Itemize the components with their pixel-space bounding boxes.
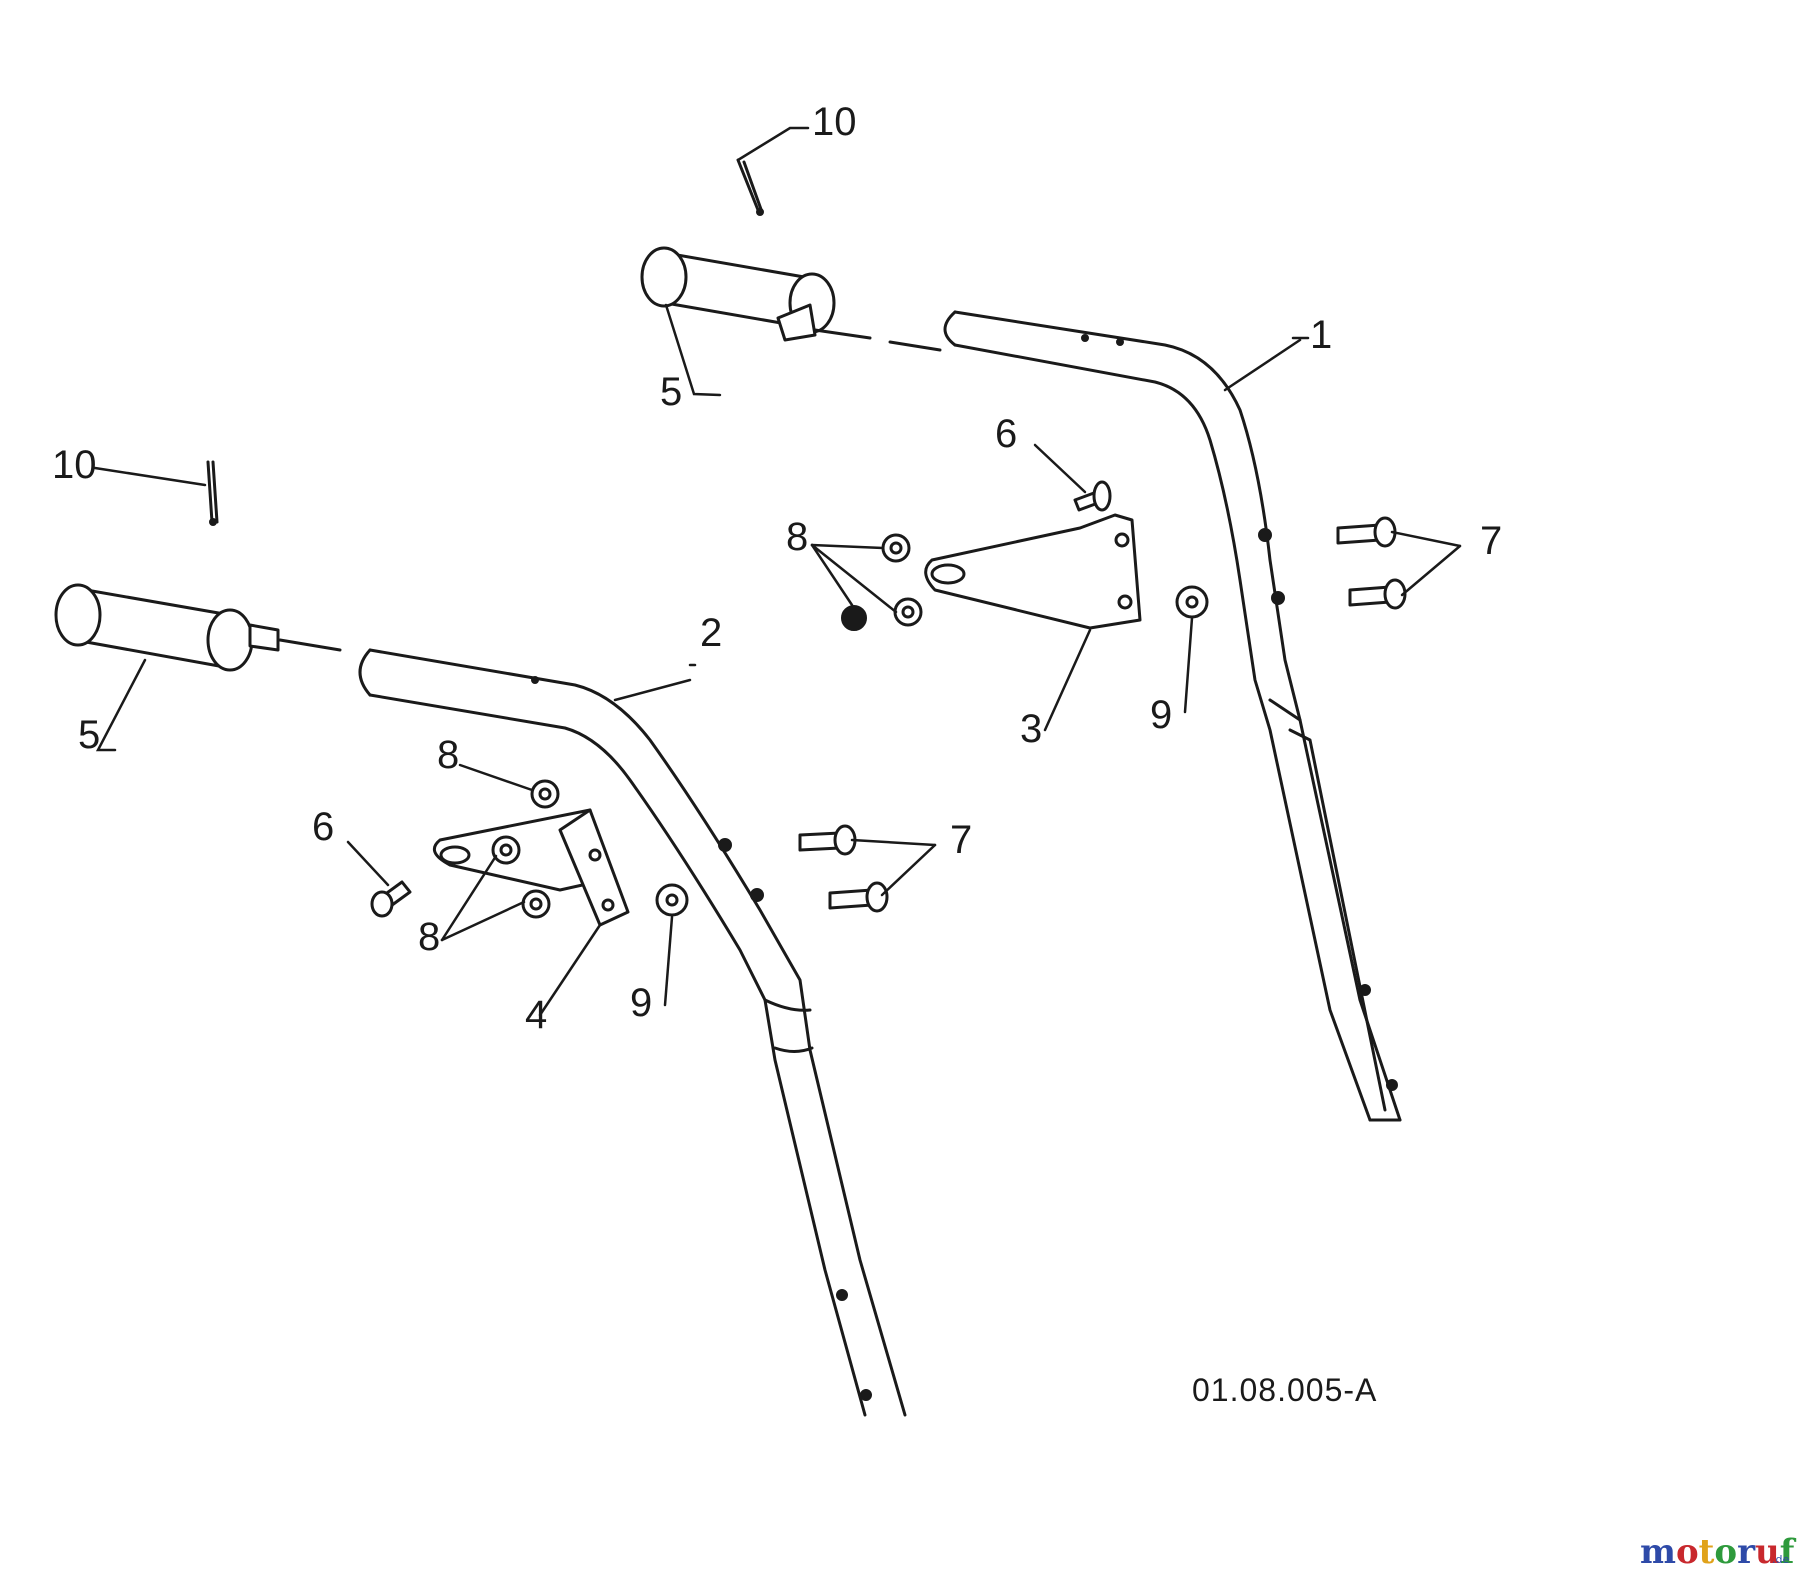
nuts-top bbox=[841, 533, 923, 631]
watermark-letter: r bbox=[1737, 1532, 1756, 1572]
callout-10-left: 10 bbox=[52, 443, 97, 487]
callout-3: 3 bbox=[1020, 707, 1042, 751]
leader-lines bbox=[93, 126, 1462, 1017]
bolt-top bbox=[1073, 480, 1112, 512]
callout-8-left-bottom: 8 bbox=[418, 915, 440, 959]
handle-tube-right bbox=[943, 310, 1402, 1122]
watermark-suffix: .de bbox=[1772, 1553, 1789, 1566]
callout-7-mid: 7 bbox=[950, 818, 972, 862]
watermark-letter: o bbox=[1714, 1532, 1737, 1572]
callout-9-left: 9 bbox=[630, 981, 652, 1025]
bolt-left bbox=[370, 880, 412, 918]
callout-2: 2 bbox=[700, 611, 722, 655]
washer-left bbox=[655, 883, 689, 917]
callout-8-left-top: 8 bbox=[437, 733, 459, 777]
pin-left bbox=[206, 460, 219, 526]
callout-5-top: 5 bbox=[660, 370, 682, 414]
drawing-number: 01.08.005-A bbox=[1192, 1372, 1377, 1408]
callout-6-left: 6 bbox=[312, 805, 334, 849]
callout-9-right: 9 bbox=[1150, 693, 1172, 737]
grip-top bbox=[640, 246, 942, 352]
watermark-letter: m bbox=[1640, 1532, 1676, 1572]
callout-4: 4 bbox=[525, 993, 547, 1037]
bolts-mid bbox=[798, 824, 889, 913]
watermark-letter: o bbox=[1676, 1532, 1699, 1572]
pin-top bbox=[736, 158, 764, 216]
bracket-right bbox=[924, 513, 1142, 630]
callout-10-top: 10 bbox=[812, 100, 857, 144]
callout-7-right: 7 bbox=[1480, 519, 1502, 563]
callout-6-top: 6 bbox=[995, 412, 1017, 456]
watermark-logo: motoruf .de bbox=[1640, 1532, 1797, 1572]
callout-8-top: 8 bbox=[786, 515, 808, 559]
handle-tube-left bbox=[358, 648, 907, 1417]
watermark-letter: f bbox=[1780, 1532, 1797, 1572]
watermark-letter: t bbox=[1699, 1532, 1715, 1572]
bracket-left bbox=[432, 808, 630, 927]
washer-right bbox=[1175, 585, 1209, 619]
svg-text:motoruf: motoruf bbox=[1640, 1532, 1797, 1572]
nuts-left bbox=[491, 779, 560, 919]
grip-left bbox=[54, 583, 342, 672]
callout-1: 1 bbox=[1310, 313, 1332, 357]
watermark-letter: u bbox=[1755, 1532, 1780, 1572]
callout-5-left: 5 bbox=[78, 713, 100, 757]
